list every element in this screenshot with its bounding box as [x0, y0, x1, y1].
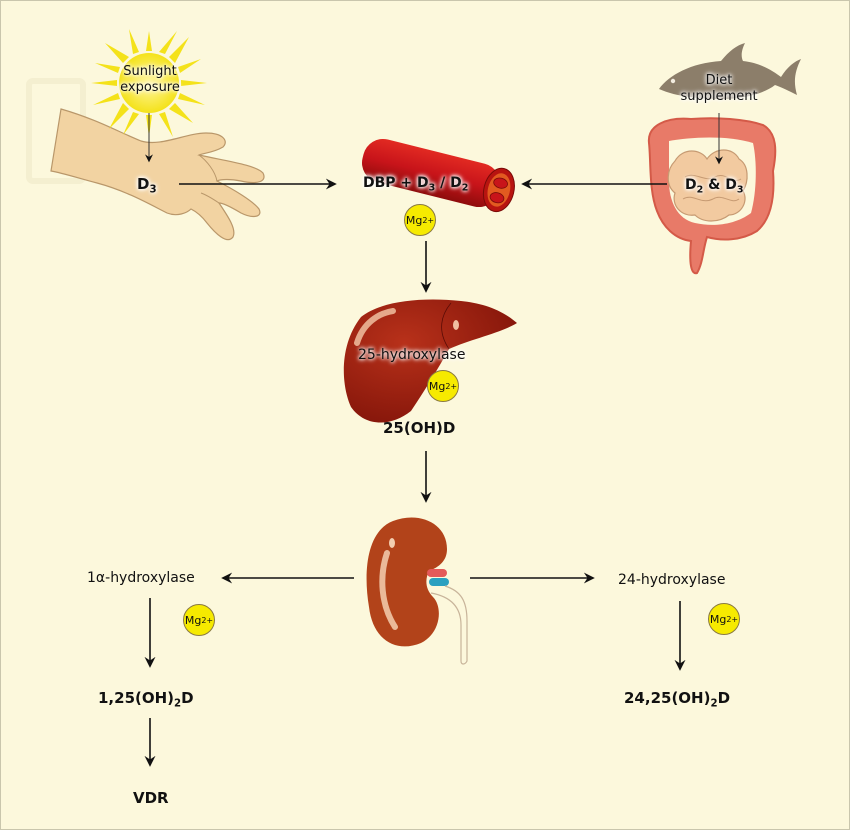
mg-symbol: Mg — [184, 613, 202, 627]
blood-vessel-icon — [362, 138, 515, 213]
1a-hydroxylase-label: 1α-hydroxylase — [87, 570, 195, 586]
mg-symbol: Mg — [428, 379, 446, 393]
24-25-dihydroxy-label: 24,25(OH)2D — [624, 691, 730, 710]
gut-d3-subscript: 3 — [736, 184, 744, 196]
calcitriol-label: 1,25(OH)2D — [98, 691, 194, 710]
secalciferol-subscript: 2 — [710, 698, 718, 710]
gut-ampersand: & — [703, 177, 726, 193]
gut-d2-d3-label: D2 & D3 — [685, 178, 743, 195]
sunlight-label-line2: exposure — [120, 80, 180, 95]
intestine-icon — [647, 117, 777, 275]
dbp-d2-subscript: 2 — [461, 182, 469, 194]
dbp-d2-text: / D — [435, 175, 462, 191]
liver-icon — [343, 299, 517, 423]
mg-charge: 2+ — [726, 614, 739, 624]
calcitriol-subscript: 2 — [174, 698, 182, 710]
gut-d2-symbol: D — [685, 177, 697, 193]
dbp-d3-text: DBP + D — [363, 175, 429, 191]
gut-d2-subscript: 2 — [696, 184, 704, 196]
diet-label-line2: supplement — [680, 89, 758, 104]
mg-charge: 2+ — [422, 215, 435, 225]
calcitriol-text: 1,25(OH) — [98, 689, 175, 707]
mg-charge: 2+ — [201, 615, 214, 625]
24-hydroxylase-label: 24-hydroxylase — [618, 572, 726, 588]
diet-supplement-label: Diet supplement — [671, 74, 767, 103]
fish-icon — [659, 43, 801, 99]
skin-d-symbol: D — [137, 175, 150, 193]
liver-enzyme-label: 25-hydroxylase — [358, 347, 466, 363]
skin-d-subscript: 3 — [149, 184, 157, 196]
hand-icon — [50, 108, 265, 241]
diet-label-line1: Diet — [705, 73, 733, 88]
calcidiol-label: 25(OH)D — [383, 419, 456, 437]
dbp-d3-d2-label: DBP + D3 / D2 — [363, 176, 468, 193]
mg-charge: 2+ — [445, 381, 458, 391]
mg-symbol: Mg — [709, 612, 727, 626]
skin-d3-label: D3 — [137, 177, 157, 196]
secalciferol-d: D — [717, 689, 731, 707]
gut-d3-symbol: D — [725, 177, 737, 193]
vdr-label: VDR — [133, 789, 169, 807]
secalciferol-text: 24,25(OH) — [624, 689, 711, 707]
kidney-icon — [366, 517, 468, 665]
dbp-d3-subscript: 3 — [428, 182, 436, 194]
sunlight-exposure-label: Sunlight exposure — [115, 65, 185, 94]
sunlight-label-line1: Sunlight — [123, 64, 177, 79]
calcitriol-d: D — [181, 689, 194, 707]
mg-symbol: Mg — [405, 213, 423, 227]
sun-icon — [91, 29, 207, 137]
